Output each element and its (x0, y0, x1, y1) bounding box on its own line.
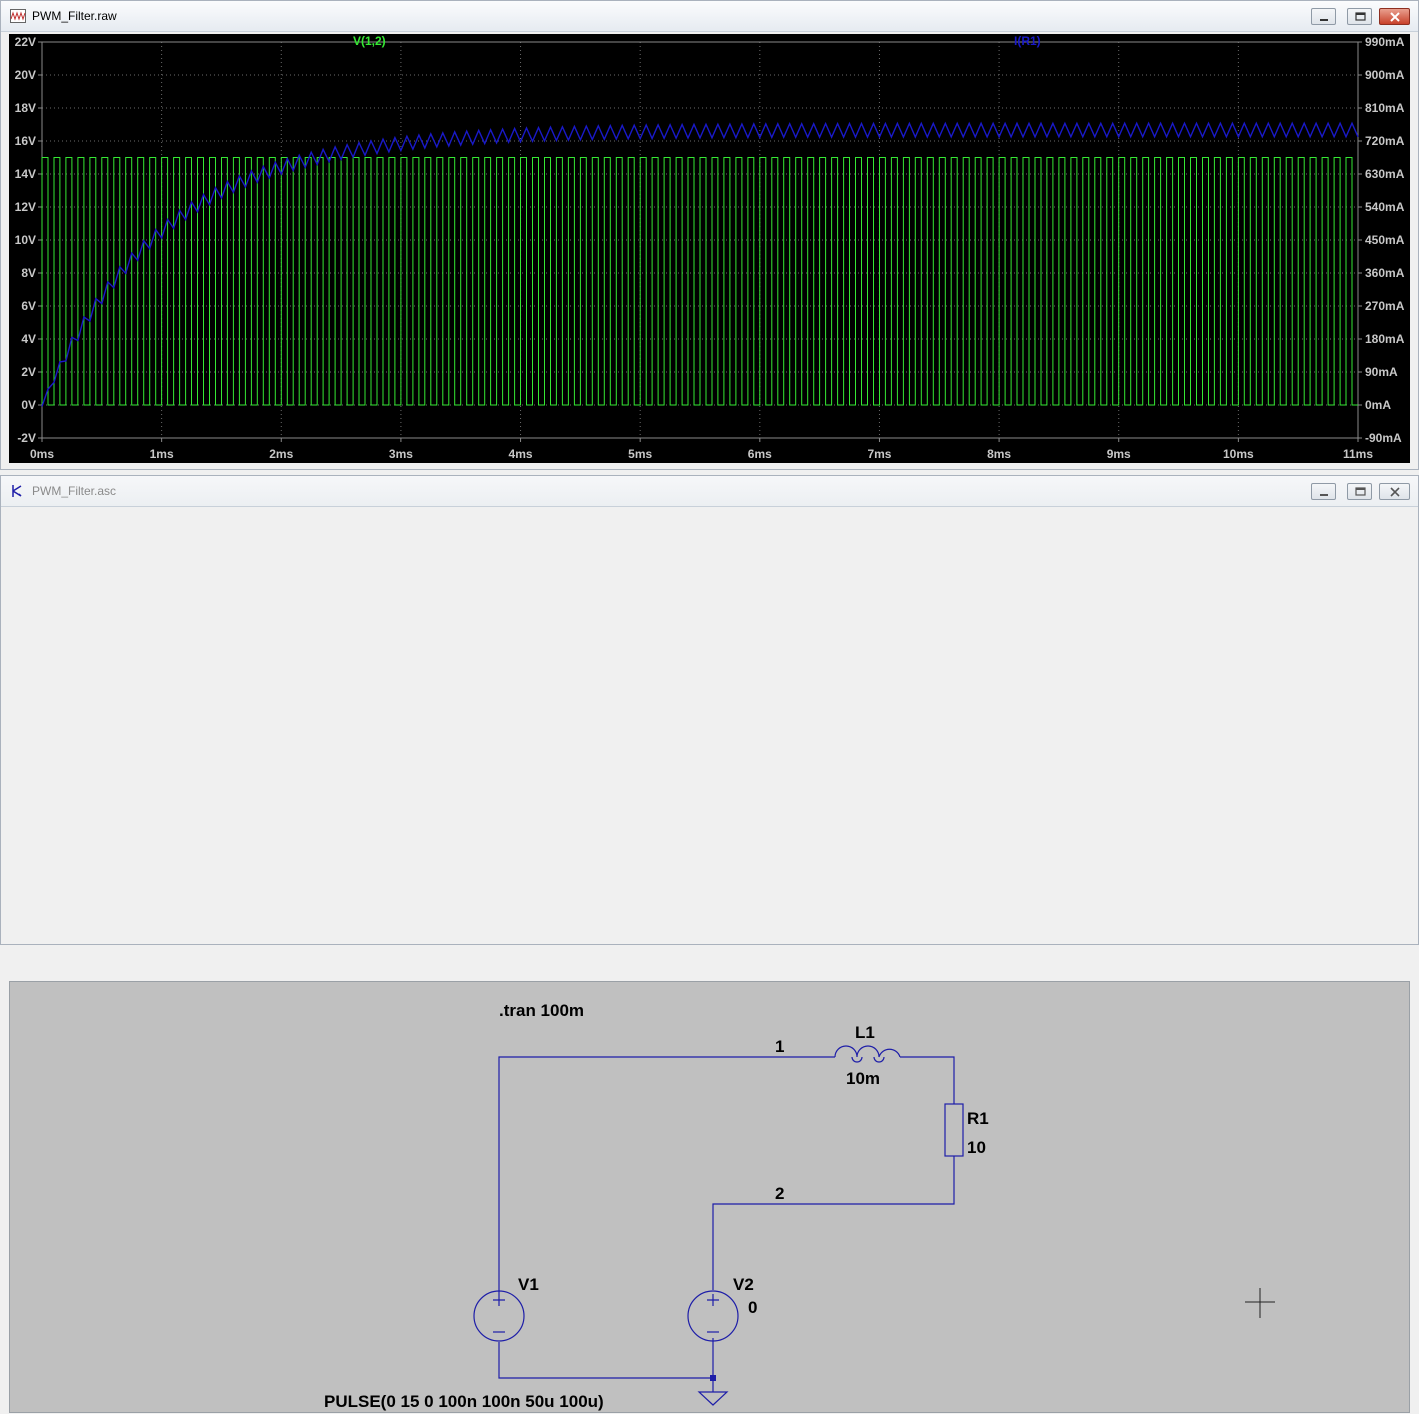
x-tick-label: 0ms (30, 447, 54, 461)
y-right-tick-label: -90mA (1365, 431, 1402, 445)
r1-value[interactable]: 10 (967, 1138, 986, 1157)
wire-ground[interactable] (498, 1342, 713, 1379)
restore-button[interactable] (1347, 483, 1372, 500)
y-left-tick-label: 6V (21, 299, 36, 313)
schematic-window: PWM_Filter.asc (0, 475, 1419, 1413)
y-axis-left: 22V 20V 18V 16V 14V 12V 10V 8V 6V 4V 2V 0V -2V (15, 35, 42, 445)
waveform-icon (10, 9, 26, 23)
y-left-tick-label: 10V (15, 233, 36, 247)
waveform-chart[interactable]: 22V 20V 18V 16V 14V 12V 10V 8V 6V 4V 2V 0V -2V 990mA… (9, 34, 1410, 463)
waveform-plot[interactable]: 22V 20V 18V 16V 14V 12V 10V 8V 6V 4V 2V 0V -2V 990mA… (9, 34, 1410, 463)
x-tick-label: 2ms (269, 447, 293, 461)
y-right-tick-label: 540mA (1365, 200, 1405, 214)
y-right-tick-label: 450mA (1365, 233, 1405, 247)
waveform-window-title: PWM_Filter.raw (32, 9, 117, 23)
x-tick-label: 1ms (150, 447, 174, 461)
y-left-tick-label: 0V (21, 398, 36, 412)
y-right-tick-label: 270mA (1365, 299, 1405, 313)
r1-name[interactable]: R1 (967, 1109, 989, 1128)
y-right-tick-label: 810mA (1365, 101, 1405, 115)
y-right-tick-label: 0mA (1365, 398, 1391, 412)
y-right-tick-label: 180mA (1365, 332, 1405, 346)
y-left-tick-label: 8V (21, 266, 36, 280)
wires[interactable] (498, 1056, 955, 1392)
y-right-tick-label: 360mA (1365, 266, 1405, 280)
x-tick-label: 9ms (1107, 447, 1131, 461)
y-left-tick-label: 18V (15, 101, 36, 115)
trace-label-voltage[interactable]: V(1,2) (353, 34, 386, 48)
close-button[interactable] (1379, 8, 1410, 25)
net-label-1[interactable]: 1 (775, 1037, 784, 1056)
resistor-r1[interactable] (944, 1103, 964, 1157)
y-axis-right: 990mA 900mA 810mA 720mA 630mA 540mA 450mA 360mA… (1358, 35, 1405, 445)
y-right-tick-label: 990mA (1365, 35, 1405, 49)
wire-junction[interactable] (710, 1375, 716, 1381)
x-tick-label: 6ms (748, 447, 772, 461)
y-right-tick-label: 720mA (1365, 134, 1405, 148)
waveform-window: PWM_Filter.raw 22V 20V 18V 16V 14V 12V 10V 8V 6V… (0, 0, 1419, 470)
restore-button[interactable] (1347, 8, 1372, 25)
minimize-button[interactable] (1311, 8, 1336, 25)
trace-label-current[interactable]: I(R1) (1014, 34, 1041, 48)
v1-value[interactable]: PULSE(0 15 0 100n 100n 50u 100u) (324, 1392, 604, 1411)
x-tick-label: 7ms (867, 447, 891, 461)
y-right-tick-label: 90mA (1365, 365, 1398, 379)
v2-name[interactable]: V2 (733, 1275, 754, 1294)
wire-l1-r1[interactable] (900, 1056, 955, 1104)
voltage-source-v2[interactable] (687, 1290, 739, 1342)
schematic-canvas[interactable]: .tran 100m 1 2 L1 10m R1 10 V1 PULSE(0 1… (9, 981, 1410, 1413)
l1-value[interactable]: 10m (846, 1069, 880, 1088)
y-left-tick-label: 2V (21, 365, 36, 379)
v2-value[interactable]: 0 (748, 1298, 757, 1317)
l1-name[interactable]: L1 (855, 1023, 875, 1042)
trace-current (41, 121, 1359, 407)
crosshair-cursor-icon (1245, 1288, 1275, 1318)
y-left-tick-label: 16V (15, 134, 36, 148)
v1-name[interactable]: V1 (518, 1275, 539, 1294)
y-left-tick-label: 12V (15, 200, 36, 214)
waveform-titlebar[interactable]: PWM_Filter.raw (1, 1, 1418, 32)
x-tick-label: 8ms (987, 447, 1011, 461)
x-axis: 0ms 1ms 2ms 3ms 4ms 5ms 6ms 7ms 8ms 9ms 10ms 11ms (30, 438, 1373, 461)
y-left-tick-label: 20V (15, 68, 36, 82)
y-left-tick-label: 22V (15, 35, 36, 49)
schematic-window-title: PWM_Filter.asc (32, 484, 117, 498)
voltage-source-v1[interactable] (473, 1290, 525, 1342)
wire-net-2[interactable] (712, 1156, 955, 1290)
x-tick-label: 11ms (1343, 447, 1373, 461)
minimize-button[interactable] (1311, 483, 1336, 500)
close-button[interactable] (1379, 483, 1410, 500)
schematic-titlebar[interactable]: PWM_Filter.asc (1, 476, 1418, 507)
tran-directive[interactable]: .tran 100m (499, 1001, 584, 1020)
x-tick-label: 5ms (628, 447, 652, 461)
x-tick-label: 3ms (389, 447, 413, 461)
y-left-tick-label: 4V (21, 332, 36, 346)
wire-net-1[interactable] (498, 1056, 835, 1294)
inductor-l1[interactable] (834, 1045, 901, 1063)
y-left-tick-label: 14V (15, 167, 36, 181)
y-right-tick-label: 630mA (1365, 167, 1405, 181)
x-tick-label: 4ms (509, 447, 533, 461)
y-right-tick-label: 900mA (1365, 68, 1405, 82)
ground-icon[interactable] (697, 1391, 729, 1406)
traces (41, 121, 1359, 407)
y-left-tick-label: -2V (17, 431, 36, 445)
net-label-2[interactable]: 2 (775, 1184, 784, 1203)
trace-voltage (41, 157, 1358, 406)
x-tick-label: 10ms (1223, 447, 1254, 461)
schematic-icon (12, 485, 22, 497)
